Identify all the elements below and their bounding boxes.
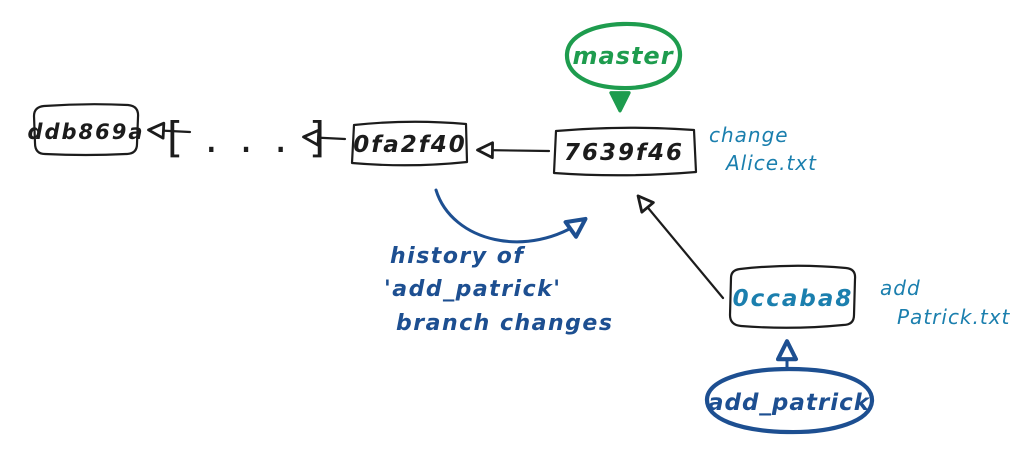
note-change-line2: Alice.txt	[724, 151, 817, 175]
history-note-line2: 'add_patrick'	[384, 277, 562, 302]
master-ellipse	[564, 21, 683, 91]
commit-label-7639f46: 7639f46	[564, 140, 684, 166]
commit-label-0fa2f40: 0fa2f40	[353, 132, 467, 158]
history-note-line3: branch changes	[396, 311, 613, 336]
commit-box-7639f46	[552, 126, 698, 177]
ellipsis-node: [ . . . ]	[167, 113, 329, 162]
commit-label-0ccaba8: 0ccaba8	[733, 286, 854, 312]
note-change-line1: change	[709, 123, 789, 147]
commit-box-0fa2f40	[350, 120, 469, 167]
note-add-line1: add	[880, 276, 921, 300]
history-note: history of 'add_patrick' branch changes	[384, 244, 613, 336]
curved-arrow-history	[434, 188, 588, 244]
add-patrick-ellipse	[704, 366, 875, 435]
arrow-master-to-7639f46	[609, 91, 631, 113]
note-add-patrick: add Patrick.txt	[880, 276, 1011, 329]
arrow-0ccaba8-to-7639f46	[636, 194, 725, 300]
history-note-line1: history of	[390, 244, 525, 269]
add-patrick-branch-label: add_patrick	[708, 390, 871, 416]
arrow-0fa2f40-to-ellipsis	[302, 128, 347, 147]
master-branch-label: master	[572, 42, 674, 70]
note-add-line2: Patrick.txt	[897, 305, 1011, 329]
commit-box-0ccaba8	[728, 264, 857, 329]
commit-label-ddb869a: ddb869a	[27, 120, 144, 144]
note-change-alice: change Alice.txt	[709, 123, 817, 175]
arrow-7639f46-to-0fa2f40	[476, 141, 551, 160]
commit-box-ddb869a	[32, 103, 140, 157]
arrow-ellipsis-to-ddb869a	[147, 121, 192, 140]
